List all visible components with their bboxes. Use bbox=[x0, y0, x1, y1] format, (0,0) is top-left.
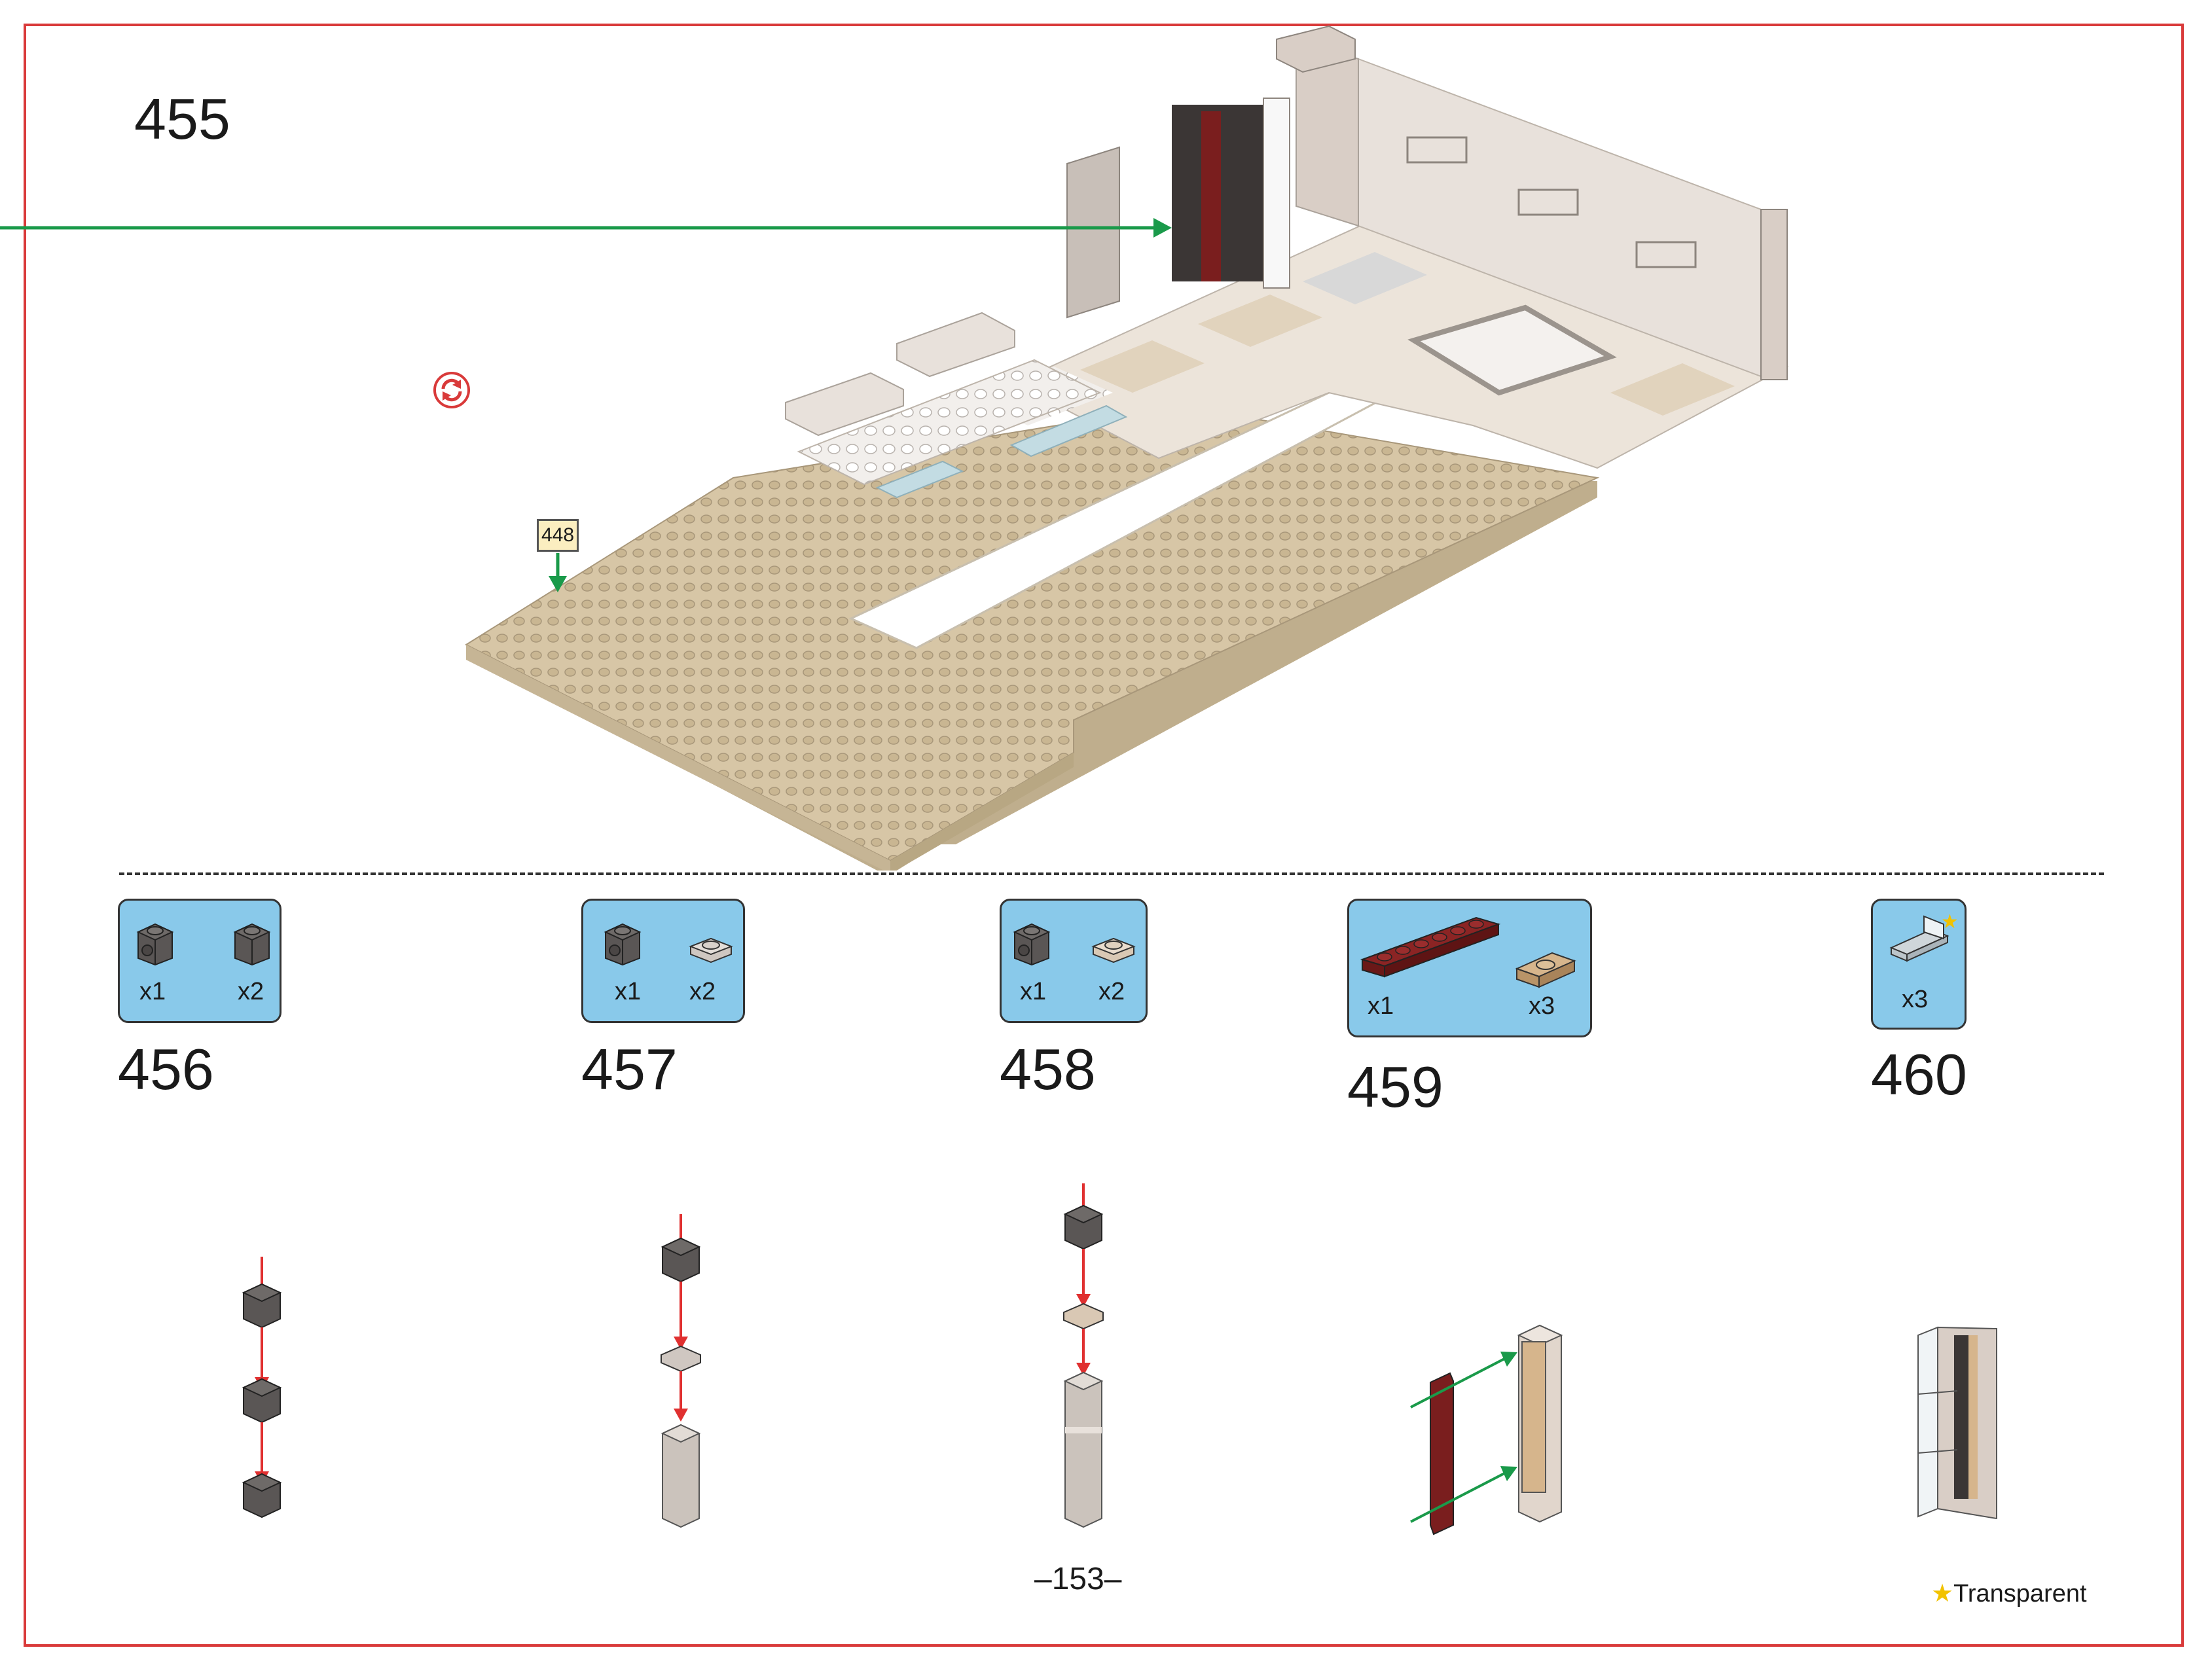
dark-red-1x6-plate-icon bbox=[1360, 916, 1501, 978]
build-460 bbox=[1917, 1326, 1997, 1520]
parts-box-459: x1 x3 bbox=[1347, 899, 1592, 1037]
legend-text: Transparent bbox=[1953, 1580, 2087, 1608]
light-gray-1x1-plate-icon bbox=[689, 937, 733, 963]
page-number: –153– bbox=[1034, 1562, 1122, 1596]
dark-gray-1x1-brick-with-stud-icon bbox=[136, 923, 174, 966]
white-studded-plates bbox=[785, 312, 1128, 499]
qty-458-b: x2 bbox=[1098, 978, 1125, 1005]
qty-457-b: x2 bbox=[689, 978, 716, 1005]
tan-1x2-jumper-plate-icon bbox=[1515, 952, 1576, 988]
page-frame bbox=[24, 24, 2184, 1647]
tiled-floor bbox=[969, 218, 1789, 469]
build-456 bbox=[242, 1257, 282, 1518]
dark-gray-1x1-brick-with-stud-icon bbox=[604, 923, 642, 966]
parts-box-456: x1 x2 bbox=[118, 899, 281, 1023]
step-number-458: 458 bbox=[1000, 1037, 1096, 1102]
parts-box-458: x1 x2 bbox=[1000, 899, 1148, 1023]
dark-gray-1x1-brick-icon bbox=[233, 923, 271, 966]
build-459 bbox=[1410, 1324, 1563, 1536]
parts-box-460: ★ x3 bbox=[1871, 899, 1967, 1030]
qty-457-a: x1 bbox=[615, 978, 642, 1005]
section-divider bbox=[119, 872, 2104, 875]
qty-459-a: x1 bbox=[1368, 992, 1394, 1020]
dark-gray-1x1-brick-with-stud-icon bbox=[1013, 923, 1051, 966]
parts-box-457: x1 x2 bbox=[581, 899, 745, 1023]
green-arrow-callout bbox=[549, 553, 567, 592]
qty-458-a: x1 bbox=[1020, 978, 1047, 1005]
transparent-legend: ★Transparent bbox=[1931, 1579, 2087, 1608]
qty-456-a: x1 bbox=[139, 978, 166, 1005]
back-wall-left bbox=[1172, 38, 1359, 289]
sub-build-illustrations bbox=[242, 1183, 1997, 1536]
main-build-illustration bbox=[0, 25, 1789, 871]
green-arrow-main bbox=[0, 218, 1172, 238]
step-callout-448: 448 bbox=[537, 519, 579, 552]
qty-456-b: x2 bbox=[238, 978, 264, 1005]
transparent-star-icon: ★ bbox=[1941, 914, 1957, 933]
step-number-460: 460 bbox=[1871, 1042, 1967, 1107]
build-457 bbox=[661, 1214, 701, 1528]
step-number-457: 457 bbox=[581, 1037, 678, 1102]
pillars bbox=[1066, 25, 1788, 380]
step-number-456: 456 bbox=[118, 1037, 214, 1102]
step-number-459: 459 bbox=[1347, 1054, 1443, 1119]
transparent-window-panel-icon: ★ bbox=[1889, 914, 1957, 962]
legend-star-icon: ★ bbox=[1931, 1580, 1954, 1608]
qty-459-b: x3 bbox=[1529, 992, 1555, 1020]
tan-baseplate bbox=[464, 391, 1600, 871]
build-458 bbox=[1063, 1183, 1104, 1528]
rotate-model-icon bbox=[433, 372, 470, 408]
qty-460-a: x3 bbox=[1902, 986, 1929, 1013]
tan-1x1-plate-icon bbox=[1091, 937, 1136, 963]
step-number-455: 455 bbox=[134, 86, 230, 151]
